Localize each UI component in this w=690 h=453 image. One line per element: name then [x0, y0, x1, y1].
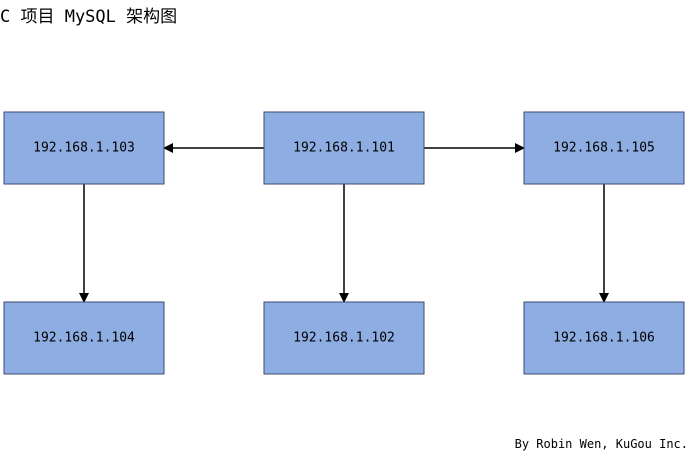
- diagram-title: C 项目 MySQL 架构图: [0, 7, 178, 27]
- server-box: [3, 111, 165, 185]
- server-node-102: 192.168.1.102: [263, 301, 425, 375]
- server-box: [263, 111, 425, 185]
- server-box: [3, 301, 165, 375]
- server-node-101: 192.168.1.101: [263, 111, 425, 185]
- server-box: [523, 111, 685, 185]
- server-node-105: 192.168.1.105: [523, 111, 685, 185]
- server-ip-label: 192.168.1.105: [553, 141, 655, 156]
- server-node-103: 192.168.1.103: [3, 111, 165, 185]
- server-ip-label: 192.168.1.103: [33, 141, 135, 156]
- server-ip-label: 192.168.1.106: [553, 331, 655, 346]
- server-ip-label: 192.168.1.102: [293, 331, 395, 346]
- server-ip-label: 192.168.1.101: [293, 141, 395, 156]
- server-box: [523, 301, 685, 375]
- server-ip-label: 192.168.1.104: [33, 331, 135, 346]
- server-node-104: 192.168.1.104: [3, 301, 165, 375]
- footer-credit: By Robin Wen, KuGou Inc.: [514, 437, 688, 451]
- server-node-106: 192.168.1.106: [523, 301, 685, 375]
- server-box: [263, 301, 425, 375]
